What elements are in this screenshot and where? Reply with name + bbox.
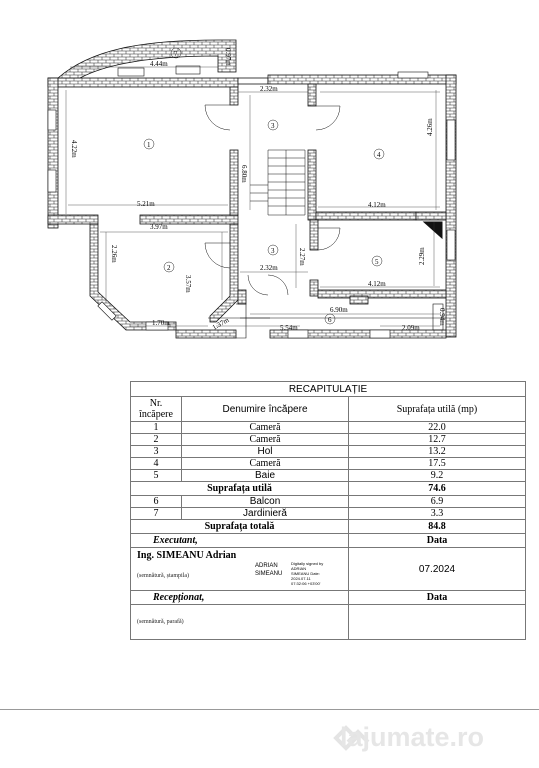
row-name: Baie <box>181 469 349 482</box>
recap-table: RECAPITULAȚIE Nr. încăpere Denumire încă… <box>130 381 526 640</box>
dim-397: 3.97m <box>150 223 168 231</box>
dim-226: 2.26m <box>110 245 118 263</box>
useful-area-value: 74.6 <box>348 481 526 496</box>
balcony <box>208 303 446 339</box>
dim-680: 6.80m <box>240 165 248 183</box>
receptionat-data-label: Data <box>348 590 526 605</box>
row-name: Cameră <box>181 433 349 446</box>
windows <box>47 65 456 339</box>
executant-date: 07.2024 <box>348 547 526 591</box>
dim-097: 0.97m <box>224 48 232 66</box>
dim-412-a: 4.12m <box>368 201 386 209</box>
table-row: 1 Cameră 22.0 <box>130 421 526 434</box>
dim-444: 4.44m <box>150 60 168 68</box>
dim-690: 6.90m <box>330 306 348 314</box>
row-area: 12.7 <box>348 433 526 446</box>
receptionat-cell: (semnătură, parafă) <box>130 604 349 640</box>
row-name: Jardinieră <box>181 507 349 520</box>
row-nr: 2 <box>130 433 182 446</box>
row-area: 13.2 <box>348 445 526 458</box>
dim-227: 2.27m <box>298 248 306 266</box>
room-2-label: 2 <box>167 264 171 272</box>
page-bottom-divider <box>0 709 539 710</box>
row-nr: 1 <box>130 421 182 434</box>
header-area: Suprafața utilă (mp) <box>348 396 526 422</box>
table-row: 4 Cameră 17.5 <box>130 457 526 470</box>
engineer-name: Ing. SIMEANU Adrian <box>137 550 237 561</box>
recap-title: RECAPITULAȚIE <box>130 381 526 397</box>
room-1-label: 1 <box>147 141 151 149</box>
row-area: 17.5 <box>348 457 526 470</box>
room-5-label: 5 <box>375 258 379 266</box>
row-nr: 7 <box>130 507 182 520</box>
row-area: 22.0 <box>348 421 526 434</box>
stairs <box>250 149 306 216</box>
row-name: Cameră <box>181 457 349 470</box>
floor-plan: 4.44m 0.97m 2.32m 4.22m 4.26m 6.80m 5.21… <box>47 39 457 339</box>
table-row: 5 Baie 9.2 <box>130 469 526 482</box>
dim-232-top: 2.32m <box>260 85 278 93</box>
executant-label: Executant, <box>130 533 349 548</box>
receptionat-label: Recepționat, <box>130 590 349 605</box>
table-row: 6 Balcon 6.9 <box>130 495 526 508</box>
dim-357: 3.57m <box>184 275 192 293</box>
watermark-logo-icon <box>333 725 370 751</box>
row-area: 6.9 <box>348 495 526 508</box>
doors <box>204 104 341 319</box>
dim-521: 5.21m <box>137 200 155 208</box>
useful-area-label: Suprafața utilă <box>130 481 349 496</box>
room-6-label: 6 <box>328 316 332 324</box>
table-row: 3 Hol 13.2 <box>130 445 526 458</box>
row-name: Cameră <box>181 421 349 434</box>
row-nr: 5 <box>130 469 182 482</box>
dim-094: 0.94m <box>438 308 446 326</box>
room-markers <box>143 47 385 325</box>
room-7-label: 7 <box>174 50 178 58</box>
walls <box>47 39 457 339</box>
dim-422: 4.22m <box>70 140 78 158</box>
executant-data-label: Data <box>348 533 526 548</box>
row-area: 9.2 <box>348 469 526 482</box>
row-area: 3.3 <box>348 507 526 520</box>
table-row: 2 Cameră 12.7 <box>130 433 526 446</box>
row-nr: 4 <box>130 457 182 470</box>
dim-170: 1.70m <box>152 319 170 327</box>
row-nr: 6 <box>130 495 182 508</box>
dim-229: 2.29m <box>418 247 426 265</box>
total-area-label: Suprafața totală <box>130 519 349 534</box>
header-name: Denumire încăpere <box>181 396 349 422</box>
header-nr: Nr. încăpere <box>130 396 182 422</box>
row-name: Balcon <box>181 495 349 508</box>
total-area-value: 84.8 <box>348 519 526 534</box>
dim-232-mid: 2.32m <box>260 264 278 272</box>
dim-426: 4.26m <box>426 118 434 136</box>
dim-554: 5.54m <box>280 324 298 332</box>
receptionat-date-cell <box>348 604 526 640</box>
row-name: Hol <box>181 445 349 458</box>
row-nr: 3 <box>130 445 182 458</box>
room-3b-label: 3 <box>271 247 275 255</box>
signature-name: ADRIAN SIMEANU <box>255 563 283 577</box>
shaft-marker <box>422 221 443 240</box>
executant-cell: Ing. SIMEANU Adrian (semnătură, ștampila… <box>130 547 349 591</box>
room-4-label: 4 <box>377 151 381 159</box>
executant-signature-note: (semnătură, ștampila) <box>137 573 189 579</box>
watermark-text: lajumate.ro <box>340 722 485 752</box>
room-3a-label: 3 <box>271 122 275 130</box>
dimension-lines <box>65 66 440 327</box>
receptionat-signature-note: (semnătură, parafă) <box>137 618 184 625</box>
dim-412-b: 4.12m <box>368 280 386 288</box>
table-row: 7 Jardinieră 3.3 <box>130 507 526 520</box>
dim-209: 2.09m <box>402 324 420 332</box>
digital-signature-text: Digitally signed by ADRIAN SIMEANU Date:… <box>291 561 324 586</box>
